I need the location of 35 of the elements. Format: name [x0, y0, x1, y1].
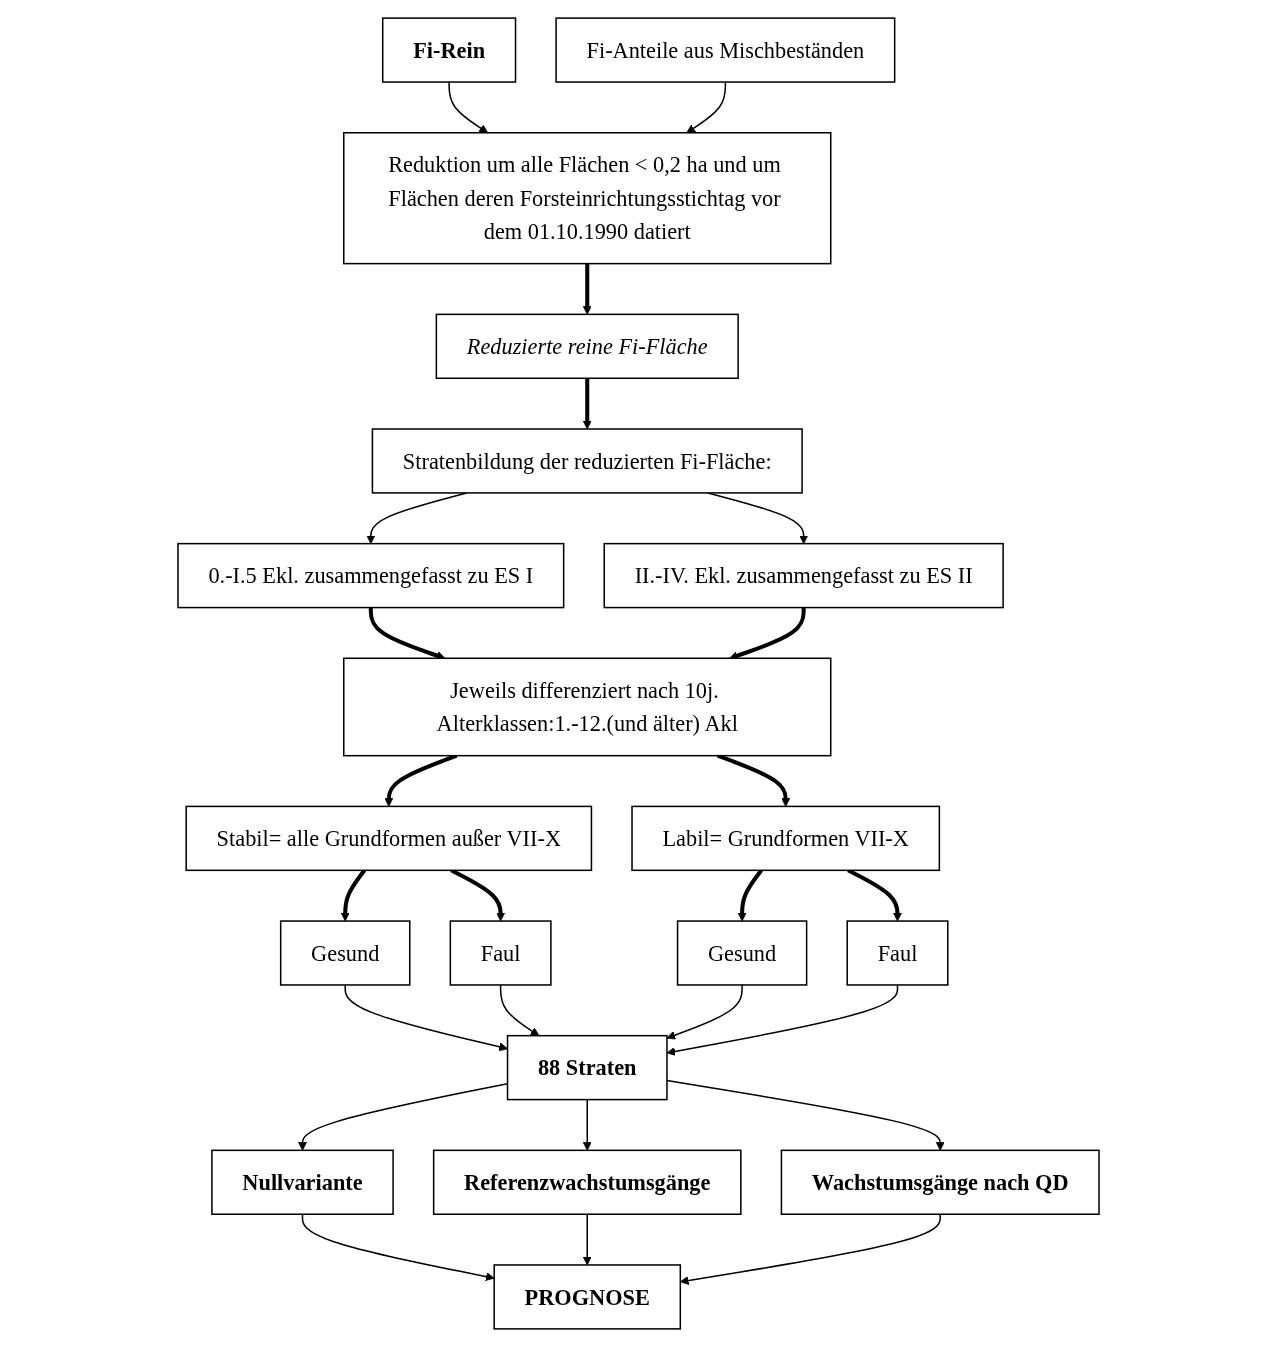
node-box: Faul [846, 920, 949, 986]
node-box: Labil= Grundformen VII-X [631, 805, 941, 872]
arrow [686, 81, 727, 134]
node-box: Nullvariante [211, 1149, 394, 1215]
node-box: Referenzwachstumsgänge [432, 1149, 742, 1215]
node-box: Fi-Anteile aus Mischbeständen [555, 17, 896, 83]
arrow [582, 263, 592, 315]
arrow [582, 1098, 592, 1151]
arrow [344, 984, 508, 1052]
node-box: Jeweils differenziert nach 10j. Alterklassen:1.-12.(und älter) Akl [343, 657, 832, 757]
arrow [340, 869, 367, 922]
arrow [737, 869, 763, 922]
node-box: Faul [449, 920, 552, 986]
arrow [729, 607, 806, 660]
arrow [666, 984, 899, 1056]
node-box: Reduktion um alle Flächen < 0,2 ha und um Flächen deren Forsteinrichtungsstichtag vor dem 01.10.1990 datiert [343, 132, 832, 265]
arrow [666, 984, 743, 1040]
node-box: 88 Straten [506, 1034, 668, 1101]
node-box: II.-IV. Ekl. zusammengefasst zu ES II [603, 542, 1004, 609]
arrow [448, 81, 489, 134]
node-box: Wachstumsgänge nach QD [780, 1149, 1100, 1215]
node-box: Gesund [676, 920, 808, 986]
arrow [301, 1213, 495, 1281]
node-box: Fi-Rein [381, 17, 517, 83]
arrow [368, 607, 446, 660]
node-box: Reduzierte reine Fi-Fläche [435, 313, 739, 380]
arrow [666, 1079, 945, 1151]
node-box: Gesund [279, 920, 411, 986]
arrow [582, 1213, 592, 1266]
node-box: Stratenbildung der reduzierten Fi-Fläche: [371, 428, 803, 494]
arrow [499, 984, 540, 1037]
node-box: Stabil= alle Grundformen außer VII-X [185, 805, 593, 872]
arrow [582, 378, 592, 430]
node-box: 0.-I.5 Ekl. zusammengefasst zu ES I [177, 542, 565, 609]
node-box: PROGNOSE [493, 1264, 682, 1330]
